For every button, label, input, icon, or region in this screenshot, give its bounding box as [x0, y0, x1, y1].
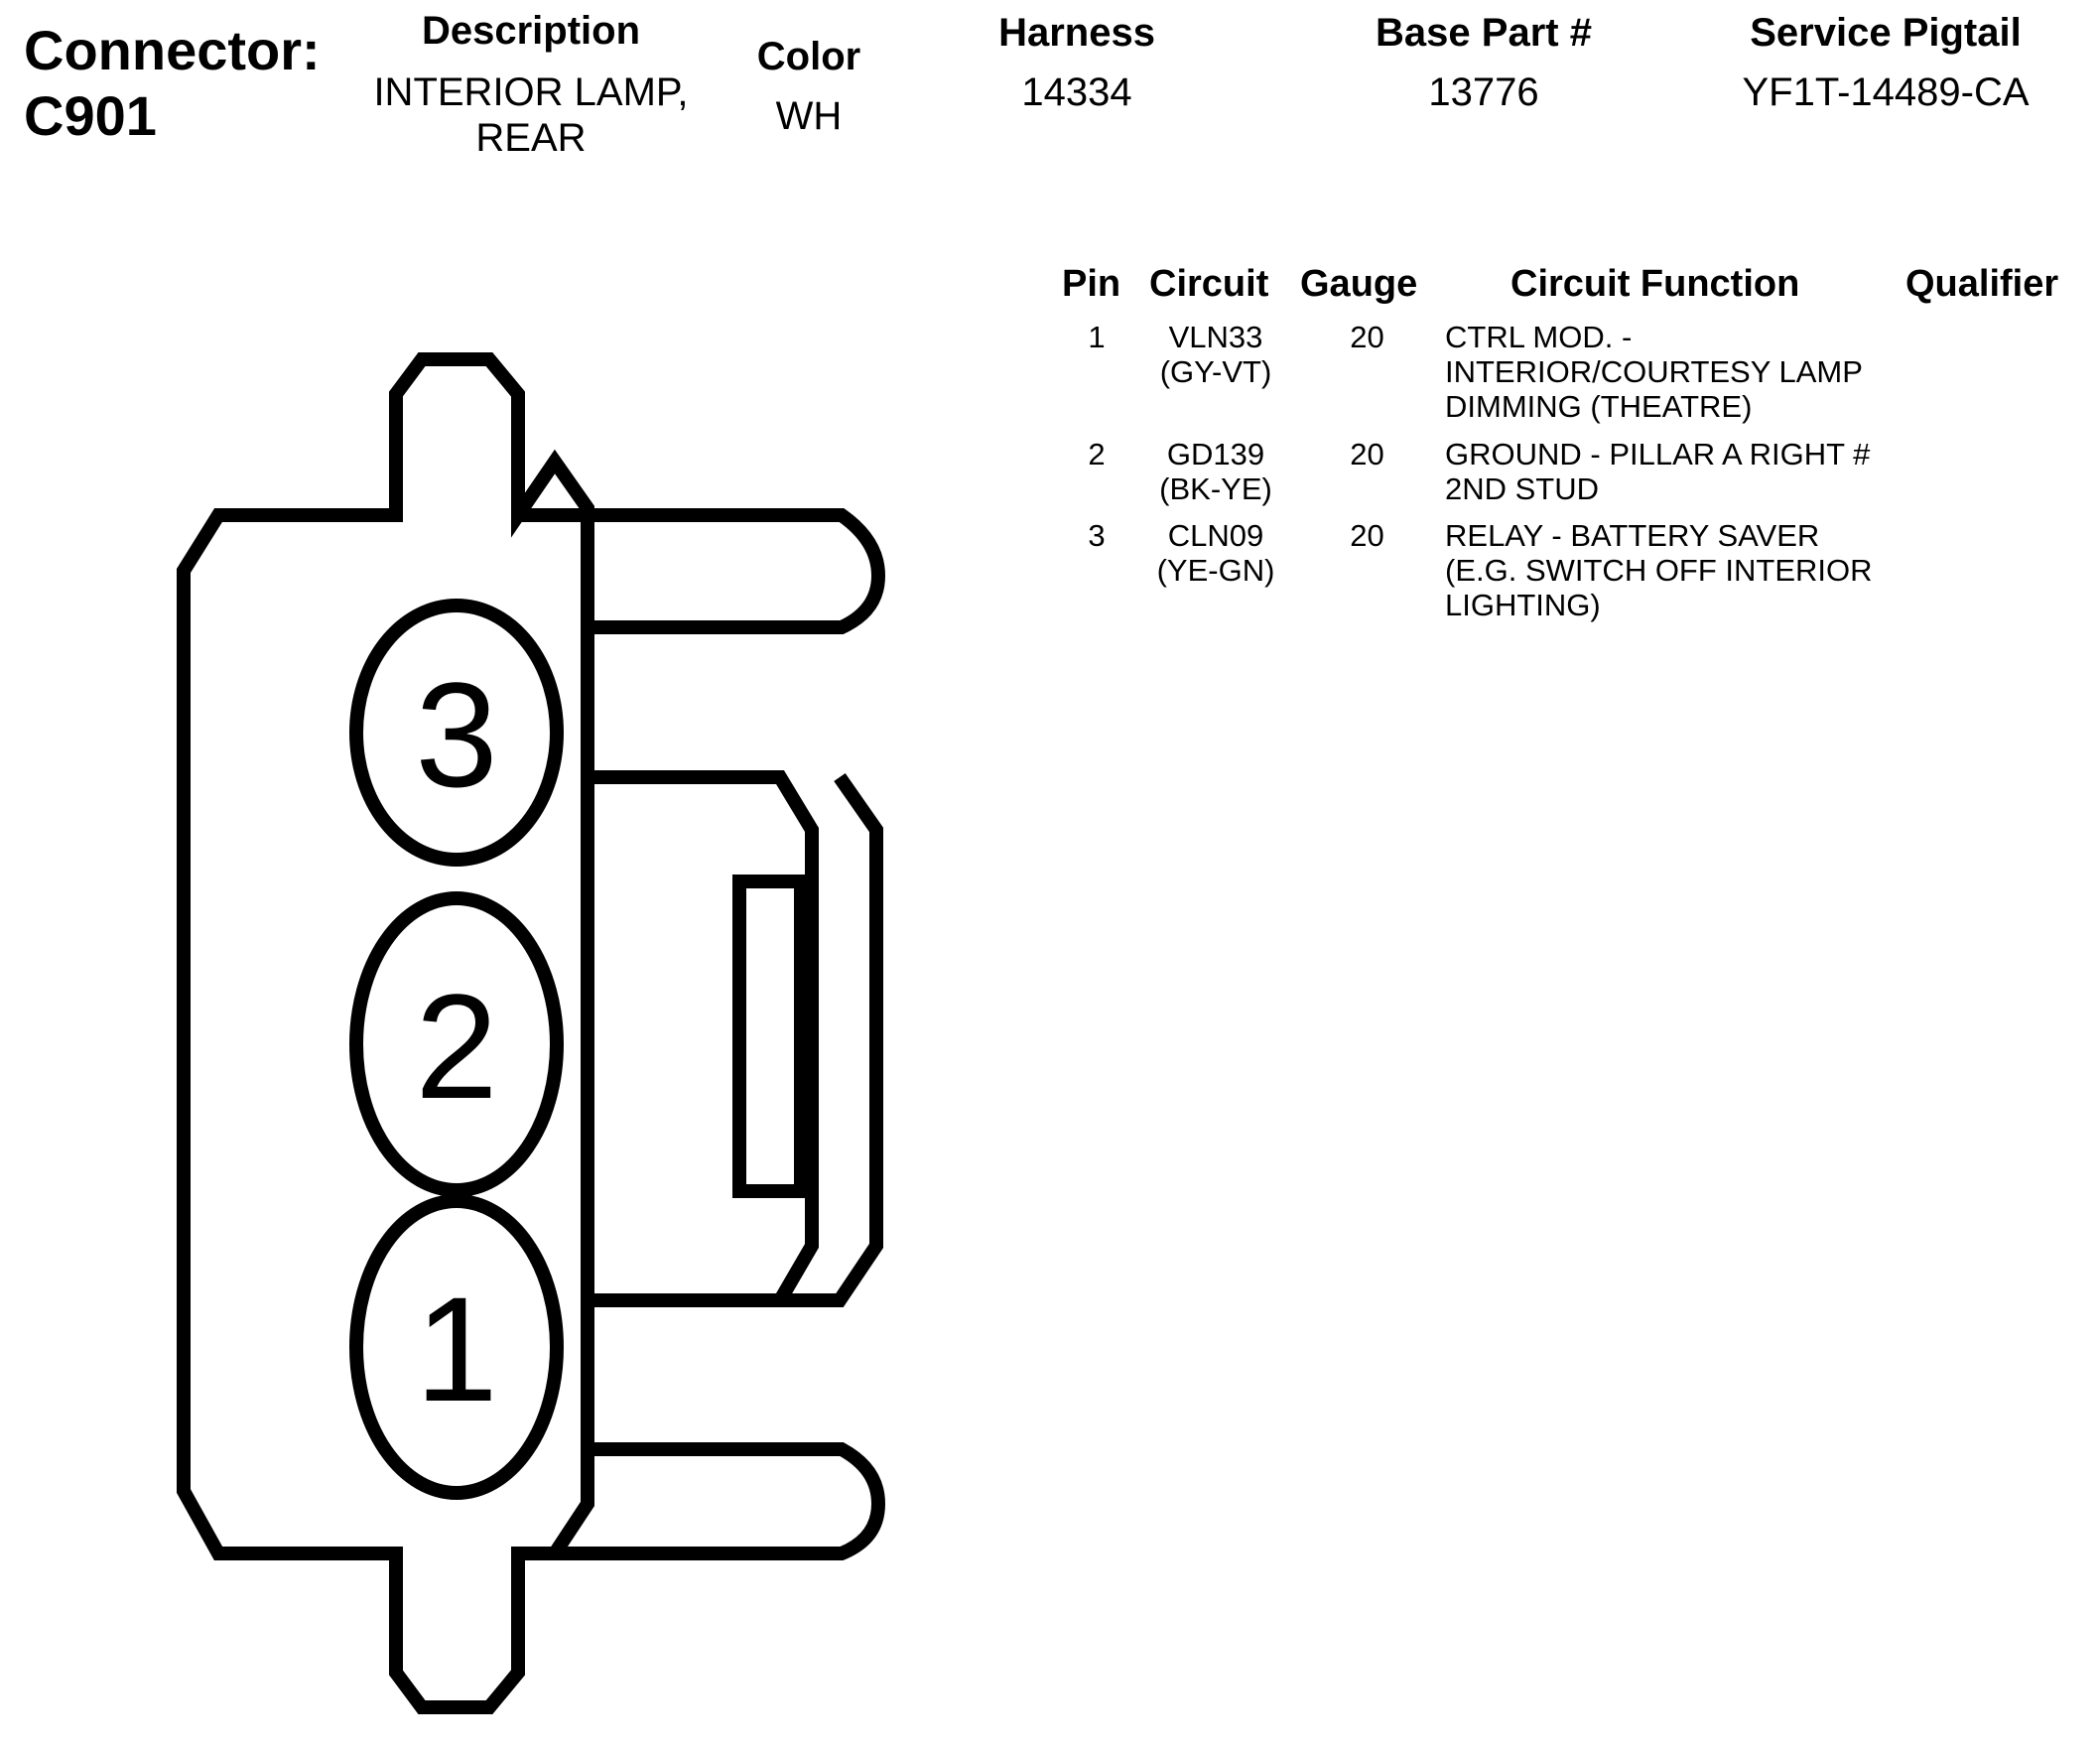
row-2-gauge: 20: [1350, 437, 1384, 471]
top-latch-outline: [518, 508, 886, 634]
row-2-function: GROUND - PILLAR A RIGHT # 2ND STUD: [1445, 437, 1871, 506]
table-header-pin: Pin: [1062, 263, 1121, 305]
center-key-outer: [588, 770, 819, 1307]
connector-body-outline: [177, 352, 594, 1714]
description-value: INTERIOR LAMP, REAR: [373, 70, 689, 160]
base-part-header: Base Part #: [1376, 11, 1592, 55]
pin-cavity-1: 1: [349, 1194, 564, 1500]
harness-header: Harness: [998, 11, 1155, 55]
center-key-slot: [732, 875, 808, 1198]
pin-1-ring: [349, 1194, 564, 1500]
row-1-function: CTRL MOD. - INTERIOR/COURTESY LAMP DIMMI…: [1445, 320, 1863, 424]
pin-cavity-3: 3: [349, 599, 564, 867]
row-2-circuit: GD139 (BK-YE): [1159, 437, 1272, 506]
service-pigtail-value: YF1T-14489-CA: [1742, 70, 2030, 114]
pin-2-number: 2: [415, 963, 497, 1130]
table-header-circuit-function: Circuit Function: [1510, 263, 1800, 305]
row-3-circuit: CLN09 (YE-GN): [1156, 518, 1275, 588]
row-3-pin: 3: [1088, 518, 1106, 553]
table-header-gauge: Gauge: [1300, 263, 1418, 305]
row-3-function: RELAY - BATTERY SAVER (E.G. SWITCH OFF I…: [1445, 518, 1873, 622]
service-pigtail-header: Service Pigtail: [1750, 11, 2022, 55]
row-3-gauge: 20: [1350, 518, 1384, 553]
row-2-pin: 2: [1088, 437, 1106, 471]
row-1-pin: 1: [1088, 320, 1106, 354]
table-header-qualifier: Qualifier: [1905, 263, 2059, 305]
pin-3-number: 3: [415, 651, 497, 818]
bottom-latch-outline: [555, 1442, 886, 1560]
center-key-rail: [780, 772, 883, 1307]
pin-1-number: 1: [415, 1266, 497, 1432]
description-header: Description: [421, 9, 641, 53]
pin-cavity-2: 2: [349, 891, 564, 1197]
row-1-circuit: VLN33 (GY-VT): [1159, 320, 1272, 389]
row-1-gauge: 20: [1350, 320, 1384, 354]
connector-id-label: Connector: C901: [24, 19, 321, 147]
harness-value: 14334: [1021, 70, 1132, 114]
color-header: Color: [756, 35, 861, 78]
pin-3-ring: [349, 599, 564, 867]
pin-2-ring: [349, 891, 564, 1197]
base-part-value: 13776: [1428, 70, 1539, 114]
table-header-circuit: Circuit: [1149, 263, 1269, 305]
color-value: WH: [775, 94, 843, 138]
